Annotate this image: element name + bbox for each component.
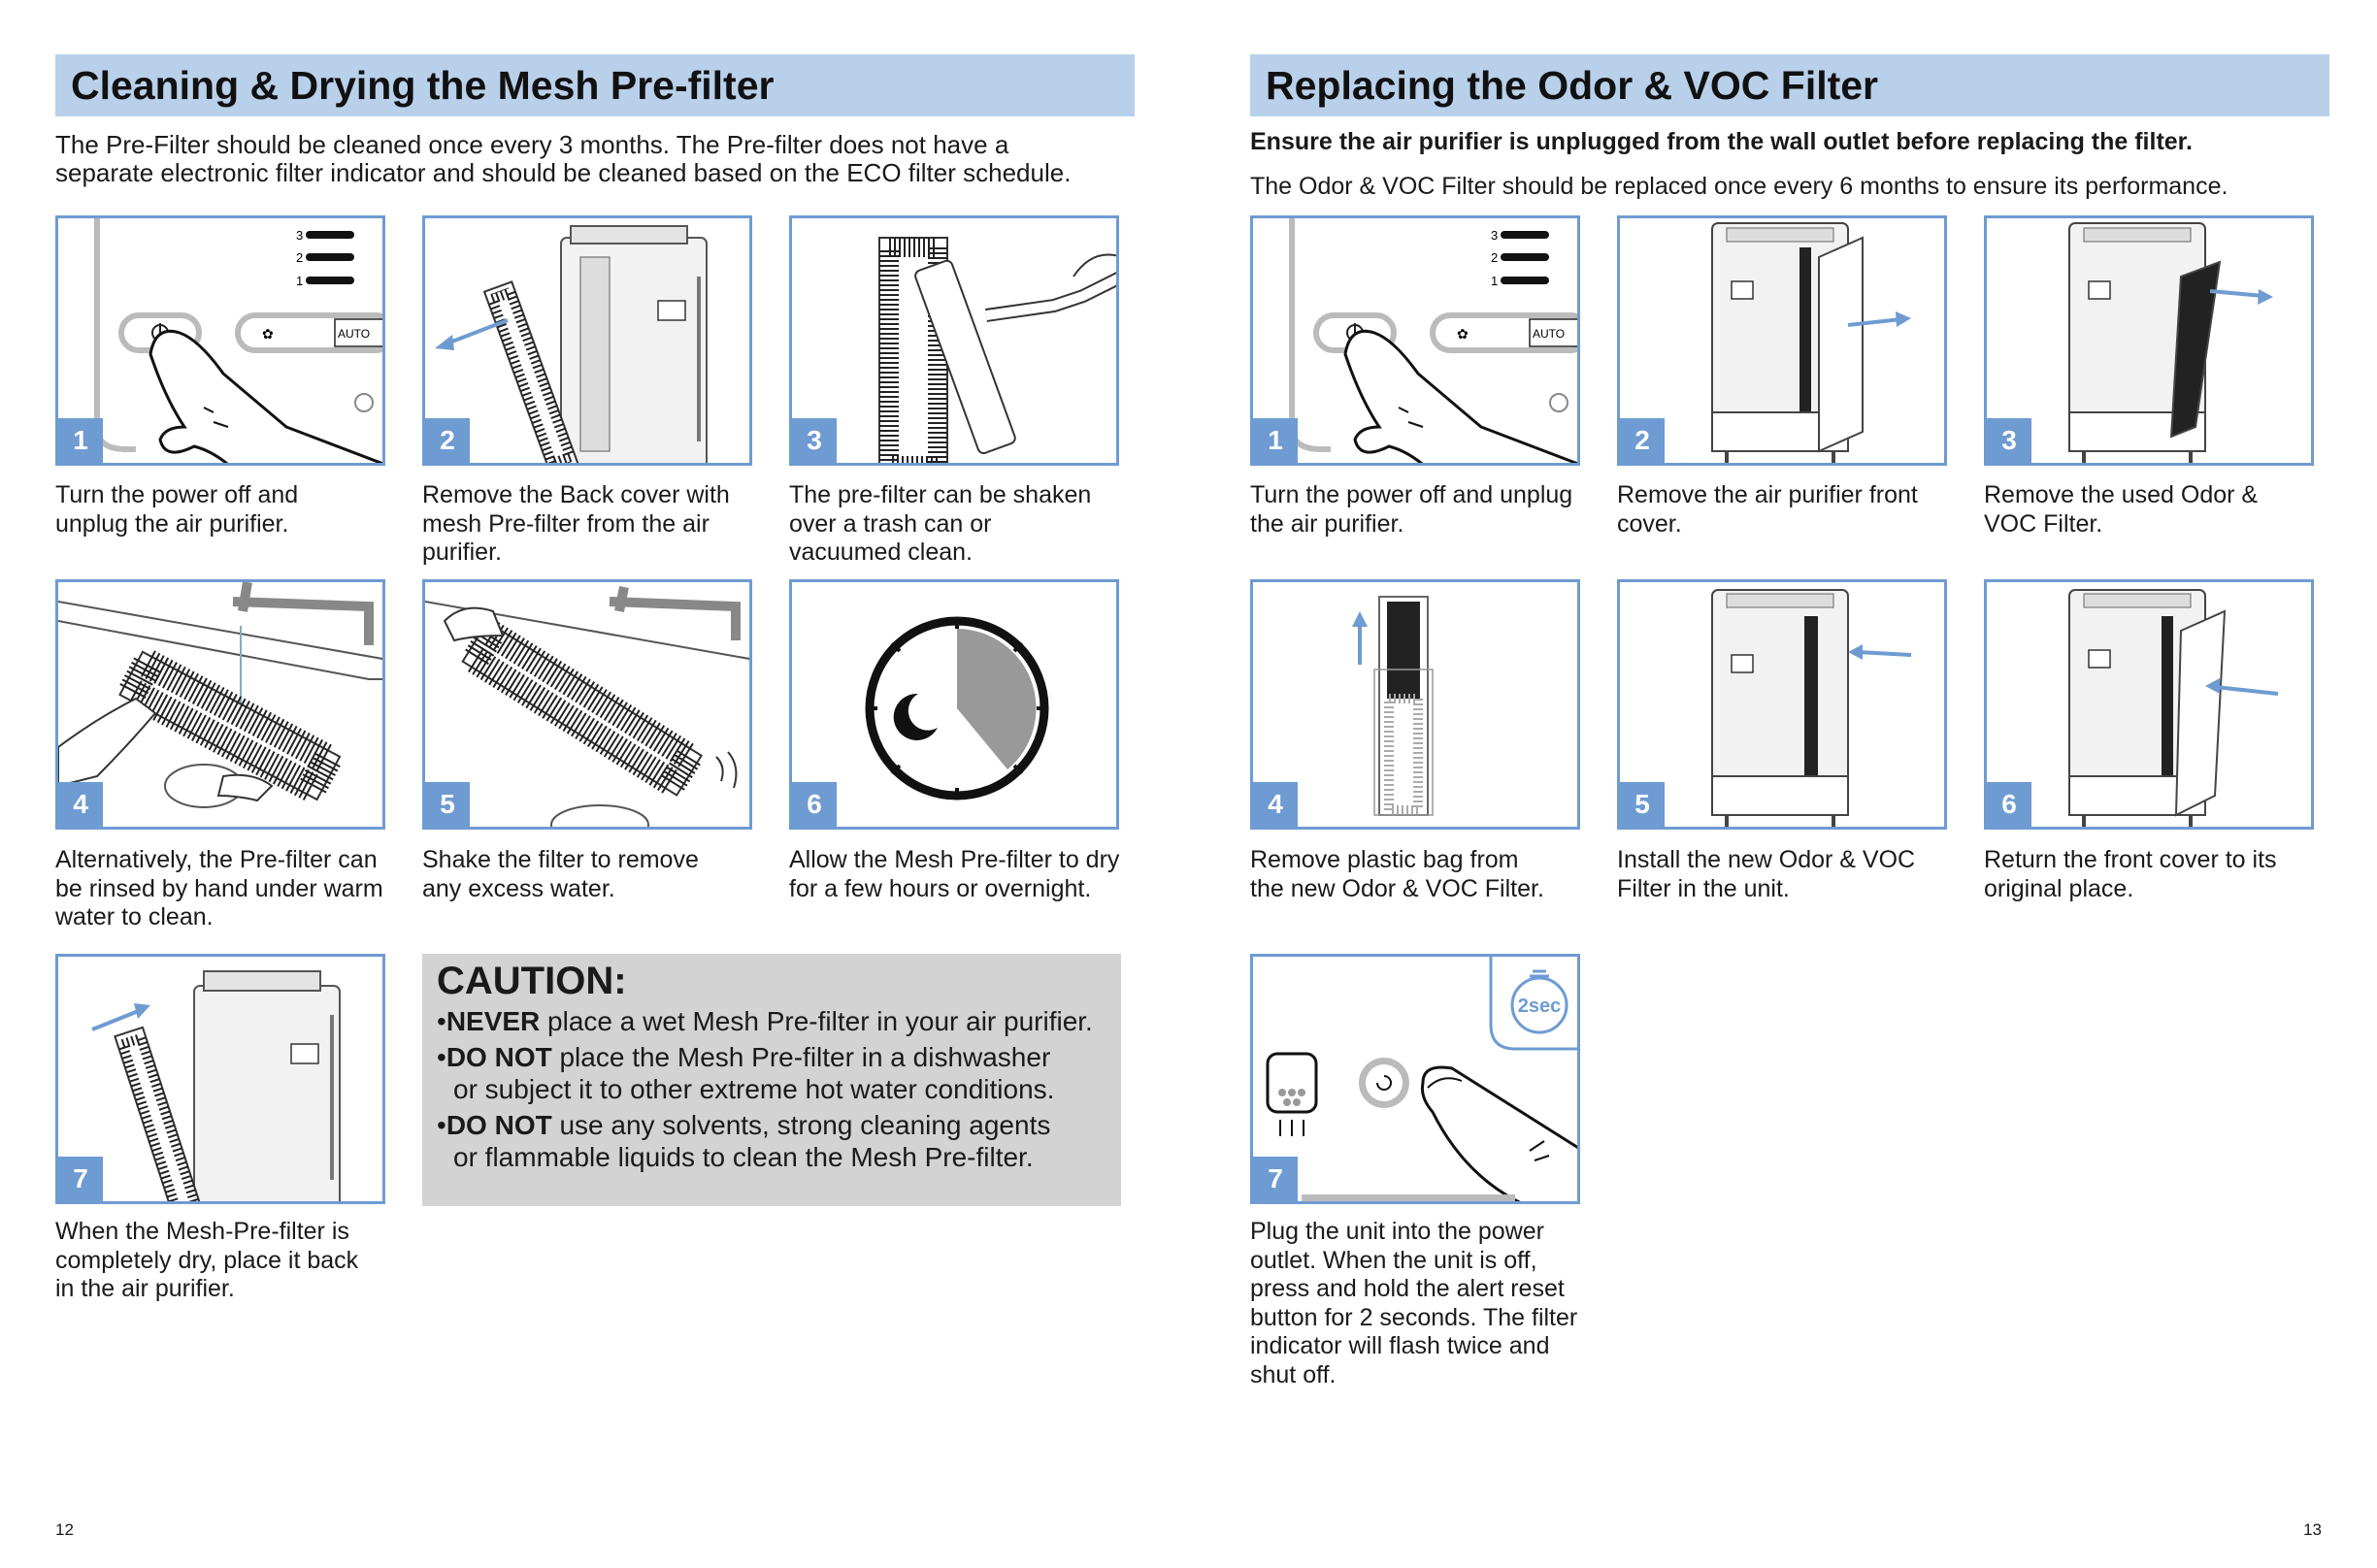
left-step-6-illustration: 6 [789,579,1119,830]
timer-label: 2sec [1518,996,1562,1017]
right-intro: The Odor & VOC Filter should be replaced… [1250,173,2228,200]
caution-item-2-cont: or subject it to other extreme hot water… [453,1074,1055,1104]
right-step-3-caption: Remove the used Odor &VOC Filter. [1984,481,2259,538]
auto-label: AUTO [338,327,370,341]
page-number-right: 13 [2303,1520,2322,1539]
step-number-badge: 4 [58,782,103,827]
control-panel-illustration: 3 2 1 ✿ AUTO [1289,218,1577,463]
step-number-badge: 2 [425,418,470,463]
reset-button-illustration: 2sec [1266,957,1577,1201]
remove-odor-filter-illustration [2068,222,2273,463]
left-step-4-illustration: 4 [55,579,385,830]
left-step-5-illustration: 5 [422,579,752,830]
remove-front-cover-illustration [1711,222,1911,463]
caution-title: CAUTION: [437,960,627,1002]
caution-item-2: •DO NOT place the Mesh Pre-filter in a d… [437,1042,1051,1072]
step-number-badge: 1 [58,418,103,463]
step-number-badge: 4 [1253,782,1298,827]
speed-1-label: 1 [1491,274,1498,288]
svg-text:✿: ✿ [1457,326,1469,342]
step-number-badge: 6 [792,782,837,827]
caution-item-1: •NEVER place a wet Mesh Pre-filter in yo… [437,1006,1093,1036]
return-front-cover-illustration [2068,589,2279,827]
speed-3-label: 3 [296,228,303,243]
speed-1-label: 1 [296,274,303,288]
step-number-badge: 5 [425,782,470,827]
shake-filter-illustration [425,586,749,827]
unbag-filter-illustration [1352,596,1434,816]
step-number-badge: 1 [1253,418,1298,463]
step-number-badge: 3 [792,418,837,463]
right-step-1-illustration: 3 2 1 ✿ AUTO 1 [1250,215,1580,466]
step-number-badge: 7 [58,1157,103,1201]
left-step-1-illustration: 3 2 1 ✿ AUTO 1 [55,215,385,466]
right-step-4-illustration: 4 [1250,579,1580,830]
speed-3-label: 3 [1491,228,1498,243]
left-intro-line-2: separate electronic filter indicator and… [55,158,1072,187]
vacuum-filter-illustration [878,237,1116,463]
step-number-badge: 7 [1253,1157,1298,1201]
left-section-title: Cleaning & Drying the Mesh Pre-filter [55,54,1135,116]
step-number-badge: 2 [1620,418,1665,463]
right-step-6-illustration: 6 [1984,579,2314,830]
speed-2-label: 2 [296,250,303,265]
install-odor-filter-illustration [1711,589,1912,827]
caution-item-3-cont: or flammable liquids to clean the Mesh P… [453,1142,1034,1172]
speed-2-label: 2 [1491,250,1498,265]
remove-back-cover-illustration [435,225,708,463]
left-step-3-illustration: 3 [789,215,1119,466]
svg-text:✿: ✿ [262,326,274,342]
step-number-badge: 6 [1987,782,2031,827]
auto-label: AUTO [1533,327,1565,341]
caution-box: CAUTION: •NEVER place a wet Mesh Pre-fil… [422,954,1121,1206]
page-number-left: 12 [55,1520,74,1539]
control-panel-illustration: 3 2 1 ✿ AUTO [94,218,382,463]
right-warning: Ensure the air purifier is unplugged fro… [1250,128,2193,155]
overnight-clock-icon [865,616,1049,800]
step-number-badge: 3 [1987,418,2031,463]
rinse-filter-illustration [58,582,382,808]
right-section-title: Replacing the Odor & VOC Filter [1250,54,2329,116]
caution-item-3: •DO NOT use any solvents, strong cleanin… [437,1110,1051,1140]
right-step-7-illustration: 2sec 7 [1250,954,1580,1204]
reinstall-filter-illustration [91,970,341,1201]
right-step-3-illustration: 3 [1984,215,2314,466]
right-step-5-illustration: 5 [1617,579,1947,830]
left-intro-line-1: The Pre-Filter should be cleaned once ev… [55,130,1009,159]
right-step-2-illustration: 2 [1617,215,1947,466]
left-step-7-illustration: 7 [55,954,385,1204]
left-step-2-illustration: 2 [422,215,752,466]
step-number-badge: 5 [1620,782,1665,827]
